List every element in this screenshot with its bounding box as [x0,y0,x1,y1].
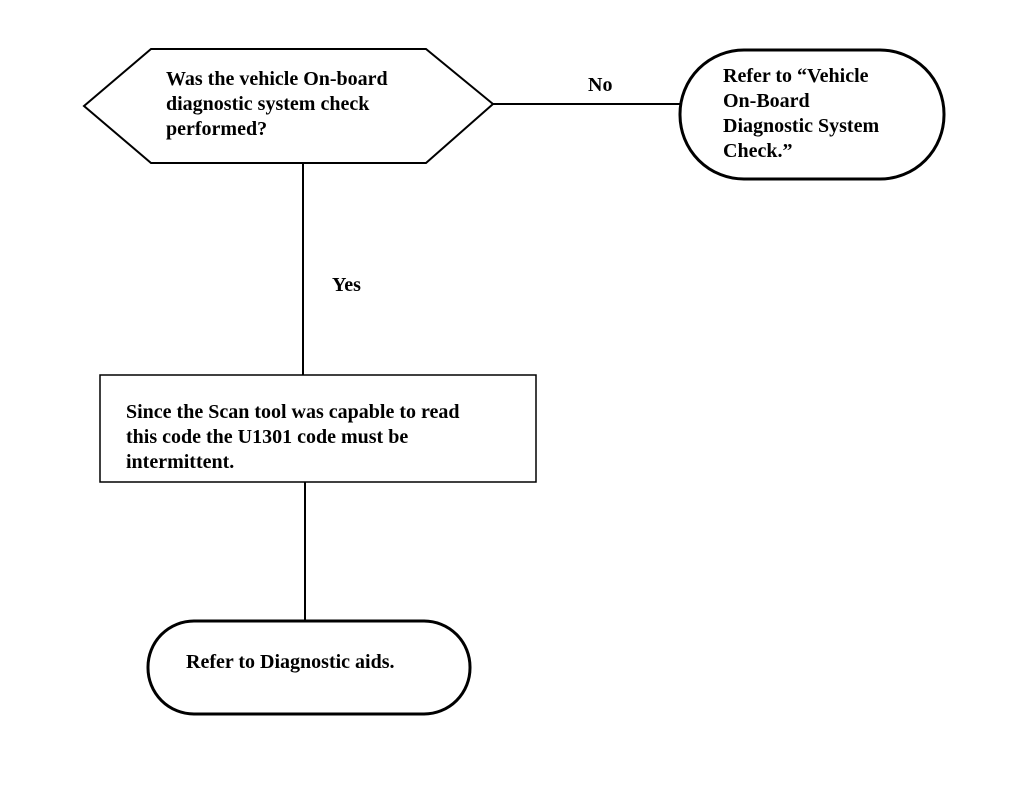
process-text: Since the Scan tool was capable to read … [126,401,460,473]
decision-question: Was the vehicle On-board diagnostic syst… [166,68,388,140]
final-result-shape [146,619,472,716]
no-result-shape [678,48,946,181]
process-shape [99,374,537,483]
no-label: No [588,74,613,96]
final-result-text: Refer to Diagnostic aids. [186,651,395,673]
no-result-text: Refer to “Vehicle On-Board Diagnostic Sy… [723,65,880,162]
yes-label: Yes [332,274,361,296]
decision-shape [82,48,495,164]
